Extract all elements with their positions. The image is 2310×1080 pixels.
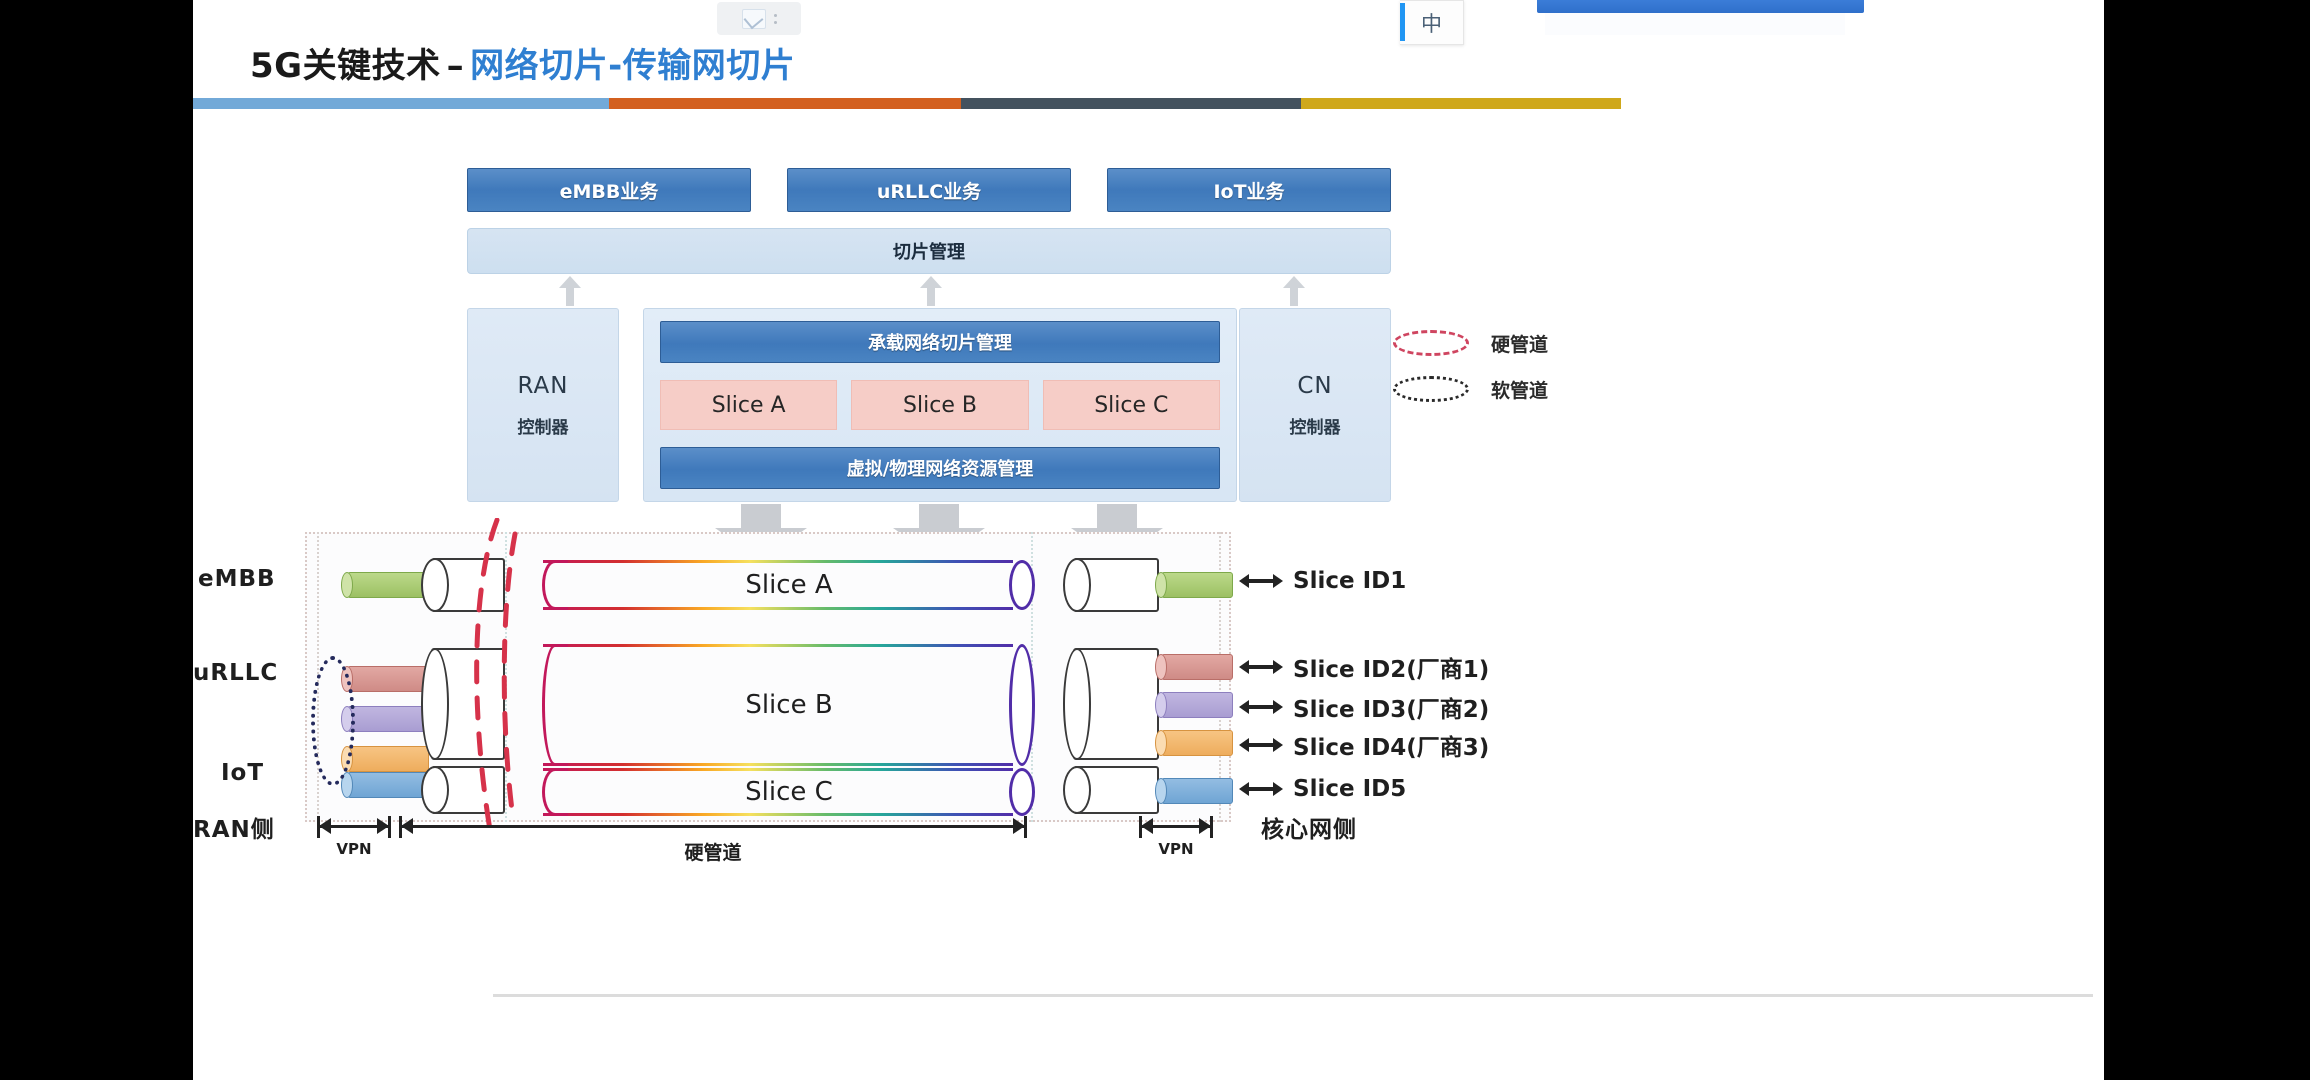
row-label-core-side: 核心网侧 <box>1261 817 1357 843</box>
rule-segment-slate <box>961 98 1301 109</box>
rule-segment-gold <box>1301 98 1621 109</box>
page-title: 5G关键技术–网络切片-传输网切片 <box>250 38 795 87</box>
bearer-slice-management-bar: 承载网络切片管理 <box>660 321 1220 363</box>
slide-canvas: 5G关键技术–网络切片-传输网切片 eMBB业务 uRLLC业务 IoT业务 切… <box>193 0 2104 1080</box>
slice-tube-b: Slice B <box>542 644 1035 766</box>
connector-arrow-right-icon <box>1283 276 1305 306</box>
vpn-left-caption: VPN <box>336 840 372 858</box>
bearer-slice-b: Slice B <box>851 380 1029 430</box>
bearer-slice-c: Slice C <box>1042 380 1220 430</box>
ran-controller-sub: 控制器 <box>517 417 569 438</box>
egress-stub-id2 <box>1155 654 1233 680</box>
core-aggregate-embb <box>1063 558 1159 612</box>
ran-aggregate-urllc <box>421 648 505 760</box>
floating-toolbar[interactable] <box>717 2 801 35</box>
top-right-blue-bar[interactable] <box>1537 0 1864 13</box>
slice-tube-a: Slice A <box>542 560 1035 610</box>
slice-id-label-3: Slice ID3(厂商2) <box>1293 697 1490 723</box>
double-arrow-icon <box>1239 782 1283 796</box>
slice-id-label-2: Slice ID2(厂商1) <box>1293 657 1490 683</box>
vpn-ruler-right: VPN <box>1139 816 1213 858</box>
cn-controller-sub: 控制器 <box>1289 417 1341 438</box>
egress-stub-id4 <box>1155 730 1233 756</box>
egress-stub-id5 <box>1155 778 1233 804</box>
connector-arrow-center-icon <box>920 276 942 306</box>
ime-accent-bar <box>1400 3 1405 41</box>
row-label-ran-side: RAN侧 <box>193 817 275 843</box>
bearer-slice-row: Slice A Slice B Slice C <box>660 380 1220 430</box>
access-stub-urllc-3 <box>341 746 429 772</box>
slice-tube-c-label: Slice C <box>745 777 833 807</box>
ime-language-label: 中 <box>1421 11 1442 36</box>
slice-id-row-5: Slice ID5 <box>1239 776 1406 802</box>
ime-indicator[interactable]: 中 <box>1400 0 1464 45</box>
double-arrow-icon <box>1239 574 1283 588</box>
slice-id-label-4: Slice ID4(厂商3) <box>1293 735 1490 761</box>
service-box-urllc: uRLLC业务 <box>787 168 1071 212</box>
slice-id-label-1: Slice ID1 <box>1293 568 1407 594</box>
slice-id-row-3: Slice ID3(厂商2) <box>1239 690 1489 724</box>
double-arrow-icon <box>1239 660 1283 674</box>
bearer-resource-management-bar: 虚拟/物理网络资源管理 <box>660 447 1220 489</box>
slice-id-row-4: Slice ID4(厂商3) <box>1239 728 1489 762</box>
soft-pipe-marker-icon <box>311 656 355 786</box>
title-suffix: 网络切片-传输网切片 <box>470 46 796 86</box>
legend: 硬管道 软管道 <box>1393 320 1653 412</box>
slice-id-row-2: Slice ID2(厂商1) <box>1239 650 1489 684</box>
legend-label-hard-pipe: 硬管道 <box>1491 333 1549 356</box>
legend-item-soft-pipe: 软管道 <box>1393 366 1653 412</box>
slice-tube-a-label: Slice A <box>745 570 833 600</box>
service-box-embb: eMBB业务 <box>467 168 751 212</box>
soft-pipe-ellipse-icon <box>1393 376 1469 402</box>
more-options-icon[interactable] <box>773 13 777 24</box>
bearer-network-panel: 承载网络切片管理 Slice A Slice B Slice C 虚拟/物理网络… <box>643 308 1237 502</box>
egress-stub-id1 <box>1155 572 1233 598</box>
slice-id-row-1: Slice ID1 <box>1239 568 1406 594</box>
slice-tube-c: Slice C <box>542 768 1035 816</box>
cn-controller-name: CN <box>1297 372 1333 399</box>
service-box-iot: IoT业务 <box>1107 168 1391 212</box>
screenshot-icon[interactable] <box>741 8 766 29</box>
slice-tube-b-label: Slice B <box>745 690 833 720</box>
legend-label-soft-pipe: 软管道 <box>1491 379 1549 402</box>
footer-separator <box>493 994 2093 997</box>
hard-pipe-caption: 硬管道 <box>684 842 742 864</box>
row-label-embb: eMBB <box>198 566 276 592</box>
ran-aggregate-embb <box>421 558 505 612</box>
rule-segment-orange <box>609 98 961 109</box>
egress-stub-id3 <box>1155 692 1233 718</box>
row-label-iot: IoT <box>221 760 265 786</box>
slice-architecture-diagram: eMBB业务 uRLLC业务 IoT业务 切片管理 RAN 控制器 承载网络切片… <box>193 120 2104 950</box>
slice-management-band: 切片管理 <box>467 228 1391 274</box>
title-underline-rule <box>193 98 1621 109</box>
double-arrow-icon <box>1239 738 1283 752</box>
ran-controller-panel: RAN 控制器 <box>467 308 619 502</box>
access-stub-iot <box>341 772 429 798</box>
cn-controller-panel: CN 控制器 <box>1239 308 1391 502</box>
double-arrow-icon <box>1239 700 1283 714</box>
hard-pipe-ruler: 硬管道 <box>399 816 1027 864</box>
title-prefix: 5G关键技术 <box>250 46 441 86</box>
access-stub-urllc-1 <box>341 666 429 692</box>
core-aggregate-iot <box>1063 766 1159 814</box>
core-aggregate-urllc <box>1063 648 1159 760</box>
top-panel-ghost <box>1545 13 1845 35</box>
ran-aggregate-iot <box>421 766 505 814</box>
connector-arrow-left-icon <box>559 276 581 306</box>
vpn-ruler-left: VPN <box>317 816 391 858</box>
bearer-slice-a: Slice A <box>660 380 838 430</box>
vpn-right-caption: VPN <box>1158 840 1194 858</box>
row-label-urllc: uRLLC <box>193 660 279 686</box>
title-dash: – <box>446 46 465 86</box>
rule-segment-blue <box>193 98 609 109</box>
ran-controller-name: RAN <box>517 372 569 399</box>
slice-id-label-5: Slice ID5 <box>1293 776 1407 802</box>
hard-pipe-ellipse-icon <box>1393 330 1469 356</box>
access-stub-embb <box>341 572 429 598</box>
legend-item-hard-pipe: 硬管道 <box>1393 320 1653 366</box>
